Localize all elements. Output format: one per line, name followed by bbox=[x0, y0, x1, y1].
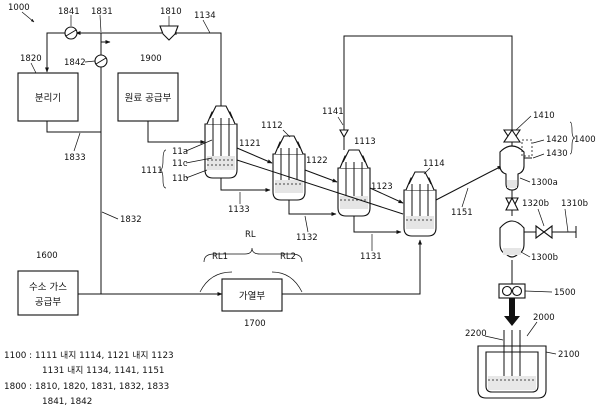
heater-label: 가열부 bbox=[239, 291, 265, 302]
label-RL2: RL2 bbox=[280, 252, 296, 262]
label-1113: 1113 bbox=[354, 137, 376, 147]
reactor-1114 bbox=[403, 171, 437, 237]
label-1131: 1131 bbox=[360, 252, 382, 262]
label-1500: 1500 bbox=[554, 288, 576, 298]
pump-1500 bbox=[498, 283, 526, 299]
legend-line-2: 1131 내지 1134, 1141, 1151 bbox=[42, 365, 165, 376]
label-1430: 1430 bbox=[546, 149, 568, 159]
label-1820: 1820 bbox=[20, 54, 42, 64]
legend-line-1: 1100 : 1111 내지 1114, 1121 내지 1123 bbox=[4, 350, 174, 361]
valve-1320a-icon bbox=[505, 196, 519, 212]
label-1832: 1832 bbox=[120, 215, 142, 225]
label-1831: 1831 bbox=[91, 7, 113, 17]
line-1134 bbox=[171, 31, 222, 113]
filter-1810-icon bbox=[159, 25, 179, 41]
label-1123: 1123 bbox=[371, 182, 393, 192]
line-to-separator bbox=[45, 32, 66, 73]
line-1122 bbox=[304, 169, 338, 183]
legend-line-3: 1800 : 1810, 1820, 1831, 1832, 1833 bbox=[4, 382, 169, 392]
vessel-1300b bbox=[499, 220, 525, 258]
instrument-1420 bbox=[521, 139, 533, 157]
label-11a: 11a bbox=[172, 147, 188, 157]
label-1320b: 1320b bbox=[522, 199, 549, 209]
feed-supply-label: 원료 공급부 bbox=[125, 93, 172, 104]
line-1151 bbox=[435, 165, 503, 201]
label-1400: 1400 bbox=[574, 135, 596, 145]
line-1133 bbox=[220, 178, 271, 192]
reactor-1111 bbox=[204, 105, 238, 179]
line-1123 bbox=[369, 187, 404, 204]
reactor-1112 bbox=[272, 135, 306, 201]
label-1833: 1833 bbox=[64, 153, 86, 163]
compressor-1842-icon bbox=[94, 54, 108, 68]
label-2000: 2000 bbox=[533, 313, 555, 323]
separator-box bbox=[17, 72, 79, 122]
reactor-1113 bbox=[337, 149, 371, 217]
label-1300b: 1300b bbox=[531, 253, 558, 263]
label-1700: 1700 bbox=[244, 319, 266, 329]
label-1121: 1121 bbox=[239, 139, 261, 149]
hydrogen-supply-label-2: 공급부 bbox=[35, 297, 61, 308]
label-1122: 1122 bbox=[306, 156, 328, 166]
hydrogen-supply-label-1: 수소 가스 bbox=[29, 282, 67, 293]
label-1420: 1420 bbox=[546, 135, 568, 145]
label-1132: 1132 bbox=[296, 233, 318, 243]
label-RL: RL bbox=[245, 230, 256, 240]
valve-1320b-icon bbox=[535, 224, 553, 240]
label-1151: 1151 bbox=[451, 208, 473, 218]
vessel-1300a bbox=[499, 145, 525, 191]
label-1134: 1134 bbox=[194, 11, 216, 21]
label-2200: 2200 bbox=[465, 329, 487, 339]
label-1810: 1810 bbox=[160, 7, 182, 17]
label-1141: 1141 bbox=[322, 107, 344, 117]
line-1132 bbox=[288, 200, 337, 216]
label-1842: 1842 bbox=[64, 58, 86, 68]
line-1121 bbox=[236, 147, 273, 164]
storage-tank-2000 bbox=[477, 330, 547, 399]
heater-box bbox=[221, 278, 283, 312]
label-1112: 1112 bbox=[261, 121, 283, 131]
feed-supply-box bbox=[117, 72, 179, 122]
label-2100: 2100 bbox=[558, 350, 580, 360]
label-1114: 1114 bbox=[423, 159, 445, 169]
label-1600: 1600 bbox=[36, 251, 58, 261]
label-1000: 1000 bbox=[8, 3, 30, 13]
label-RL1: RL1 bbox=[212, 252, 228, 262]
compressor-1841-icon bbox=[64, 26, 78, 40]
separator-label: 분리기 bbox=[35, 93, 61, 104]
label-1111: 1111 bbox=[141, 166, 163, 176]
label-1410: 1410 bbox=[533, 111, 555, 121]
label-1310b: 1310b bbox=[561, 199, 588, 209]
label-1133: 1133 bbox=[228, 205, 250, 215]
label-11c: 11c bbox=[172, 159, 188, 169]
valve-1410-icon bbox=[502, 129, 522, 143]
label-1841: 1841 bbox=[58, 7, 80, 17]
legend-line-4: 1841, 1842 bbox=[42, 397, 92, 407]
label-1900: 1900 bbox=[140, 54, 162, 64]
label-11b: 11b bbox=[172, 174, 188, 184]
line-1131 bbox=[353, 216, 402, 234]
hydrogen-supply-box bbox=[17, 270, 79, 316]
transfer-arrow-icon bbox=[504, 298, 520, 326]
line-1141 bbox=[343, 35, 513, 148]
label-1300a: 1300a bbox=[531, 178, 558, 188]
